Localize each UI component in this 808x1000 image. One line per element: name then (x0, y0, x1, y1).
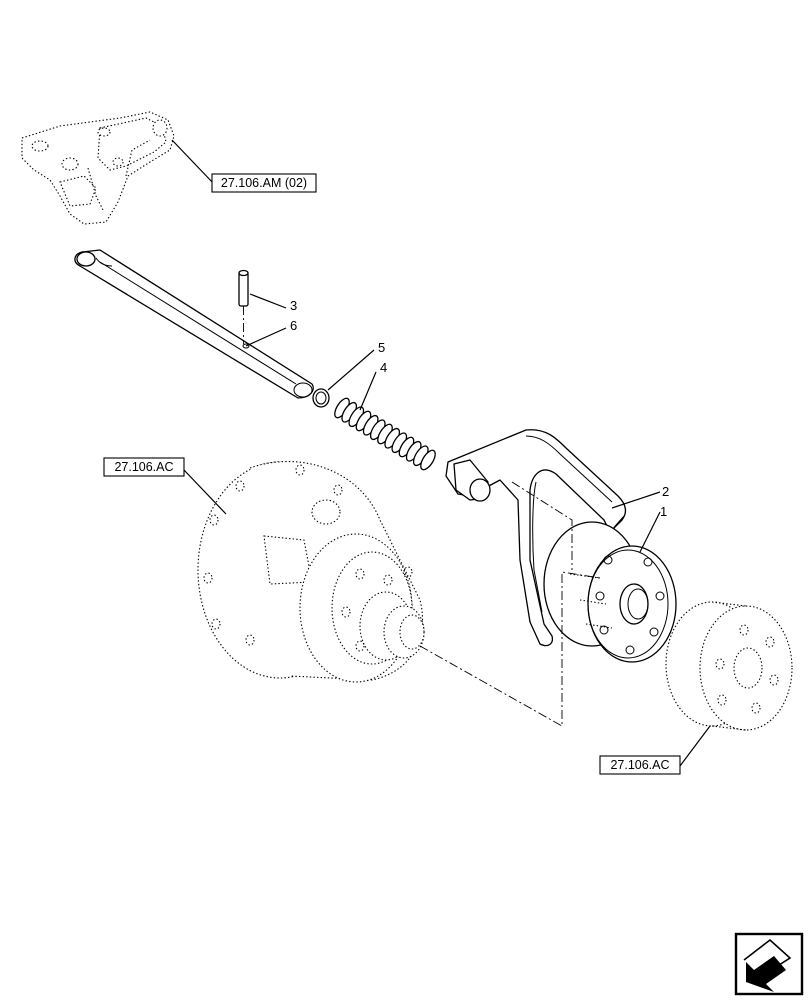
housing-reference-label[interactable]: 27.106.AC (103, 457, 185, 477)
svg-text:27.106.AC: 27.106.AC (610, 758, 669, 772)
callout-3: 3 (290, 298, 297, 313)
coupling-reference-label[interactable]: 27.106.AC (599, 755, 681, 775)
flange-part (543, 521, 677, 663)
svg-text:27.106.AM (02): 27.106.AM (02) (221, 176, 307, 190)
callout-4: 4 (380, 360, 387, 375)
assembly-centerlines (419, 481, 601, 727)
callout-5: 5 (378, 340, 385, 355)
callout-6: 6 (290, 318, 297, 333)
callout-2: 2 (662, 484, 669, 499)
spring-part (334, 397, 436, 471)
callout-1: 1 (660, 504, 667, 519)
shaft-part (74, 249, 314, 399)
coupling-reference-part (665, 601, 793, 731)
svg-text:27.106.AC: 27.106.AC (114, 460, 173, 474)
bracket-reference-label[interactable]: 27.106.AM (02) (211, 173, 317, 193)
leader-lines (171, 139, 711, 767)
bracket-reference-part (21, 111, 175, 225)
pin-part (238, 269, 249, 344)
o-ring-part (312, 388, 330, 408)
next-page-arrow-icon[interactable] (734, 932, 804, 996)
differential-housing-reference-part (197, 461, 425, 683)
spring-coil (420, 449, 436, 471)
fork-lever-part (445, 429, 627, 647)
